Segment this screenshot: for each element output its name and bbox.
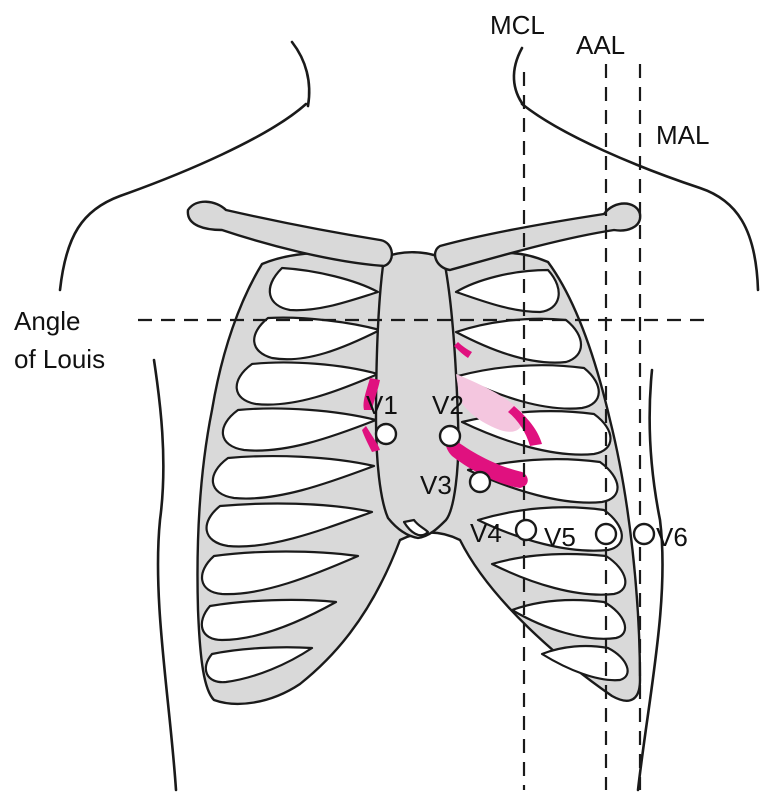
angle-of-louis-label-line2: of Louis	[14, 344, 105, 374]
right-flank	[638, 370, 663, 790]
v1-electrode	[376, 424, 396, 444]
right-shoulder	[522, 104, 758, 290]
v4-label: V4	[470, 518, 502, 548]
mal-label: MAL	[656, 120, 709, 150]
mcl-label: MCL	[490, 10, 545, 40]
v5-label: V5	[544, 522, 576, 552]
right-gap-8	[512, 600, 625, 639]
v3-label: V3	[420, 470, 452, 500]
v5-electrode	[596, 524, 616, 544]
left-flank	[154, 360, 176, 790]
v1-label: V1	[366, 390, 398, 420]
v6-electrode	[634, 524, 654, 544]
angle-of-louis-label-line1: Angle	[14, 306, 81, 336]
v3-electrode	[470, 472, 490, 492]
neck-right	[514, 48, 524, 106]
right-gap-9	[542, 646, 628, 680]
v4-electrode	[516, 520, 536, 540]
v2-electrode	[440, 426, 460, 446]
aal-label: AAL	[576, 30, 625, 60]
v2-label: V2	[432, 390, 464, 420]
v6-label: V6	[656, 522, 688, 552]
neck-left	[292, 42, 309, 106]
